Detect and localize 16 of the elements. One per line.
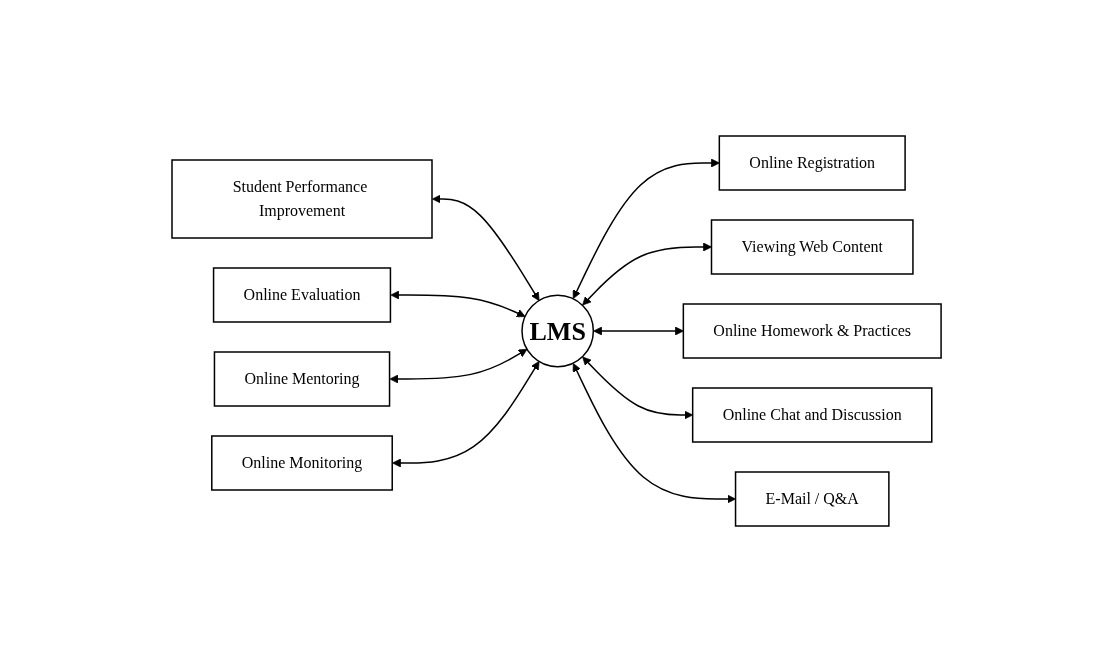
node-box: E-Mail / Q&A [735,470,891,527]
node-box: Online Mentoring [214,350,391,407]
arrow [390,348,528,383]
node-box: Online Chat and Discussion [692,386,933,443]
arrow [582,356,694,419]
arrow [432,194,540,301]
node-box: Student Performance Improvement [171,158,434,239]
node-box: Online Monitoring [211,434,394,491]
arrow [390,290,526,317]
node-box: Online Registration [719,134,907,191]
node-box: Viewing Web Content [711,218,915,275]
arrow [573,362,737,503]
node-box: Online Evaluation [213,266,392,323]
node-circle: LMS [521,294,595,367]
arrow [392,360,540,467]
node-box: Online Homework & Practices [683,302,943,359]
